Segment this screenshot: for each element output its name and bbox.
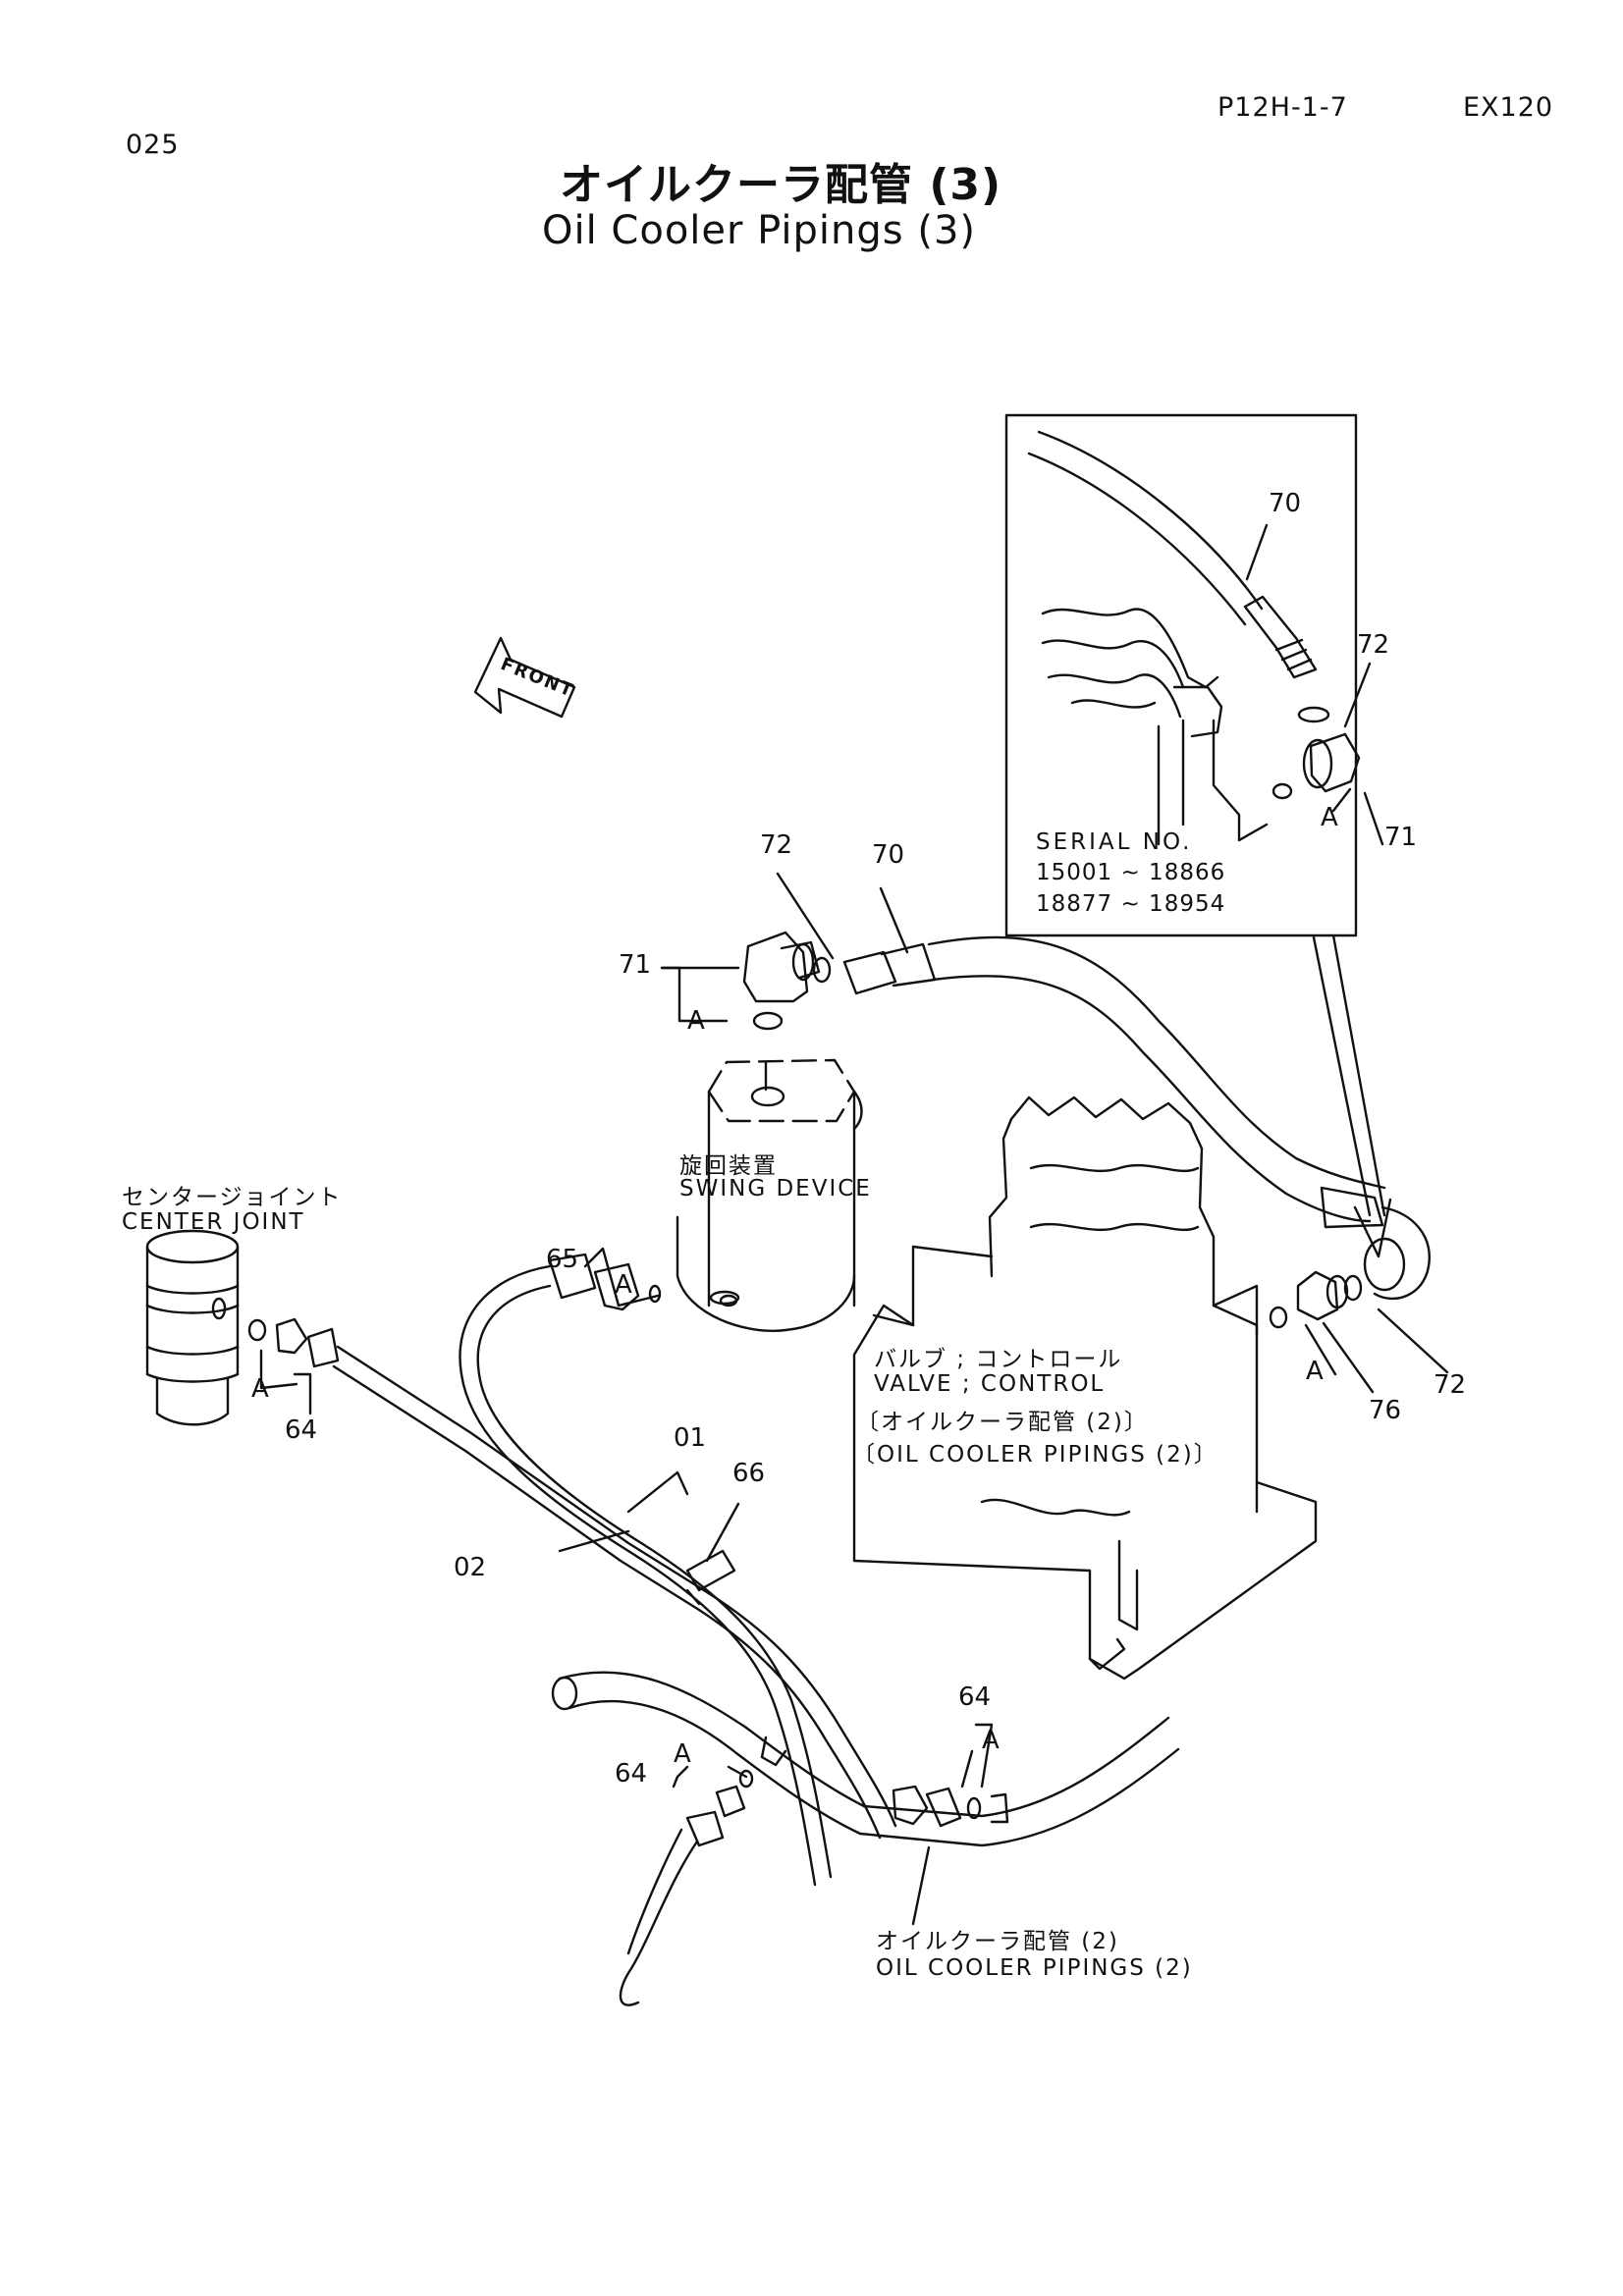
bottom-ref-jp: オイルクーラ配管 (2)	[876, 1929, 1119, 1954]
swing-device	[677, 1060, 862, 1331]
hose-70-end-fitting	[1322, 1188, 1382, 1227]
callout-right-76: 76	[1369, 1396, 1402, 1425]
callout-right-A: A	[1306, 1357, 1324, 1386]
callout-65: 65	[546, 1245, 579, 1274]
center-joint	[147, 1231, 238, 1424]
serial-label: SERIAL NO.	[1036, 829, 1193, 855]
front-arrow	[475, 638, 574, 717]
right-fittings	[1271, 1272, 1447, 1392]
inset-callout-arrow	[1314, 935, 1390, 1256]
hose-01	[334, 1347, 895, 1838]
callout-left-64: 64	[285, 1415, 318, 1445]
callout-left-A: A	[251, 1374, 269, 1404]
callout-bottom-left-64: 64	[615, 1759, 648, 1789]
callout-right-72: 72	[1434, 1370, 1467, 1400]
inset-elbow-71	[1311, 734, 1359, 791]
inset-hose-fitting	[1245, 597, 1316, 677]
valve-ref-jp: 〔オイルクーラ配管 (2)〕	[856, 1410, 1149, 1435]
inset-frame	[1006, 415, 1356, 935]
center-joint-label-jp: センタージョイント	[122, 1185, 343, 1210]
bottom-left-fittings	[621, 1771, 752, 2005]
callout-bottom-right-64: 64	[958, 1682, 992, 1712]
control-valve	[854, 1097, 1316, 1679]
valve-label-jp: バルブ ; コントロール	[874, 1347, 1123, 1372]
callout-top-71: 71	[619, 950, 652, 980]
callout-01: 01	[674, 1423, 707, 1453]
callout-top-A: A	[687, 1006, 705, 1036]
title-english: Oil Cooler Pipings (3)	[542, 208, 976, 253]
title-japanese: オイルクーラ配管 (3)	[560, 160, 1002, 210]
callout-bottom-right-A: A	[982, 1726, 1000, 1755]
serial-range-2: 18877 ~ 18954	[1036, 891, 1226, 917]
callout-top-72: 72	[760, 830, 793, 860]
oring-72-top	[814, 958, 830, 982]
bottom-right-fittings	[893, 1787, 1007, 1826]
callout-66: 66	[732, 1459, 766, 1488]
inset-hose-70	[1039, 432, 1262, 609]
callout-02: 02	[454, 1553, 487, 1582]
callout-65-A: A	[615, 1270, 632, 1300]
inset-valve-outline	[1043, 609, 1217, 687]
center-joint-fittings	[249, 1319, 338, 1366]
callout-inset-72: 72	[1357, 630, 1390, 660]
swing-elbow-71	[744, 933, 830, 1029]
bottom-pipe	[553, 1673, 1178, 1845]
callout-top-70: 70	[872, 840, 905, 870]
hose-02	[460, 1266, 831, 1885]
valve-ref-en: 〔OIL COOLER PIPINGS (2)〕	[852, 1442, 1218, 1468]
inset-oring-A	[1273, 784, 1291, 798]
callout-inset-A: A	[1321, 803, 1338, 832]
callout-bottom-left-A: A	[674, 1739, 691, 1769]
clamp-66	[687, 1551, 734, 1604]
oring-72-right	[1345, 1276, 1361, 1300]
inset-oring-72	[1299, 708, 1328, 721]
bottom-ref-en: OIL COOLER PIPINGS (2)	[876, 1955, 1193, 1981]
swing-device-label-en: SWING DEVICE	[679, 1176, 872, 1201]
oring-A-right	[1271, 1308, 1286, 1327]
callout-inset-70: 70	[1269, 489, 1302, 518]
page-number: 025	[126, 130, 180, 160]
model-name: EX120	[1463, 92, 1554, 123]
callout-inset-71: 71	[1384, 823, 1418, 852]
swing-device-label-jp: 旋回装置	[679, 1153, 778, 1179]
serial-range-1: 15001 ~ 18866	[1036, 860, 1226, 885]
page-code: P12H-1-7	[1217, 92, 1348, 123]
oring-A-top	[754, 1013, 782, 1029]
hose-70-main	[844, 937, 1430, 1299]
center-joint-label-en: CENTER JOINT	[122, 1209, 305, 1235]
valve-label-en: VALVE ; CONTROL	[874, 1371, 1106, 1397]
